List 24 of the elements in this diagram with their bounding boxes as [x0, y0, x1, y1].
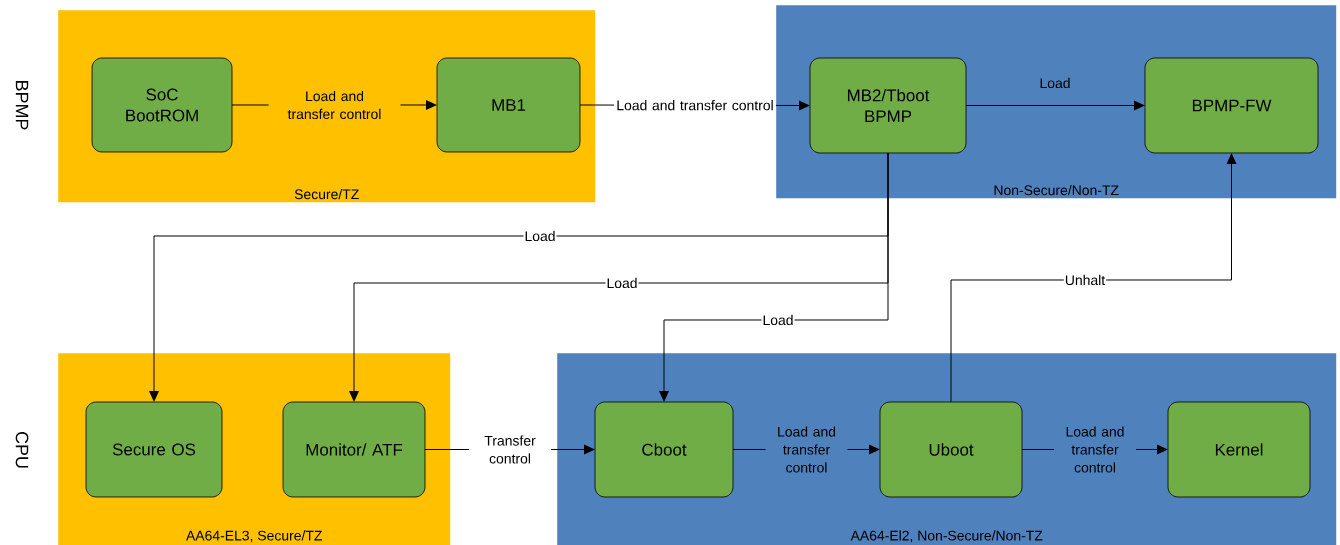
arrow: [950, 153, 1237, 403]
edge-label: Load: [605, 276, 639, 290]
process-box: Uboot: [879, 401, 1023, 498]
edge-label: Load: [523, 229, 557, 243]
process-box: BPMP-FW: [1144, 57, 1319, 154]
edge-label: Load and transfer control: [268, 89, 401, 121]
edge-label: Load: [761, 313, 795, 327]
edge-label: Load: [1040, 77, 1070, 89]
lane-label: CPU: [15, 431, 29, 468]
process-box: SoC BootROM: [91, 57, 233, 153]
edge-label: Load and transfer control: [1054, 425, 1136, 474]
edge-label: Load and transfer control: [765, 425, 848, 474]
process-box: Monitor/ ATF: [282, 401, 426, 498]
process-box: Kernel: [1167, 401, 1311, 498]
edge-label: Unhalt: [1063, 273, 1107, 287]
edge-label: Transfer control: [469, 434, 551, 465]
process-box: Secure OS: [85, 401, 223, 498]
lane-label: BPMP: [15, 81, 29, 130]
process-box: MB2/Tboot BPMP: [809, 57, 967, 154]
arrow: [659, 152, 889, 402]
edge-label: Load and transfer control: [614, 99, 776, 112]
arrow: [965, 100, 1145, 111]
process-box: MB1: [436, 57, 581, 153]
process-box: Cboot: [594, 401, 734, 498]
